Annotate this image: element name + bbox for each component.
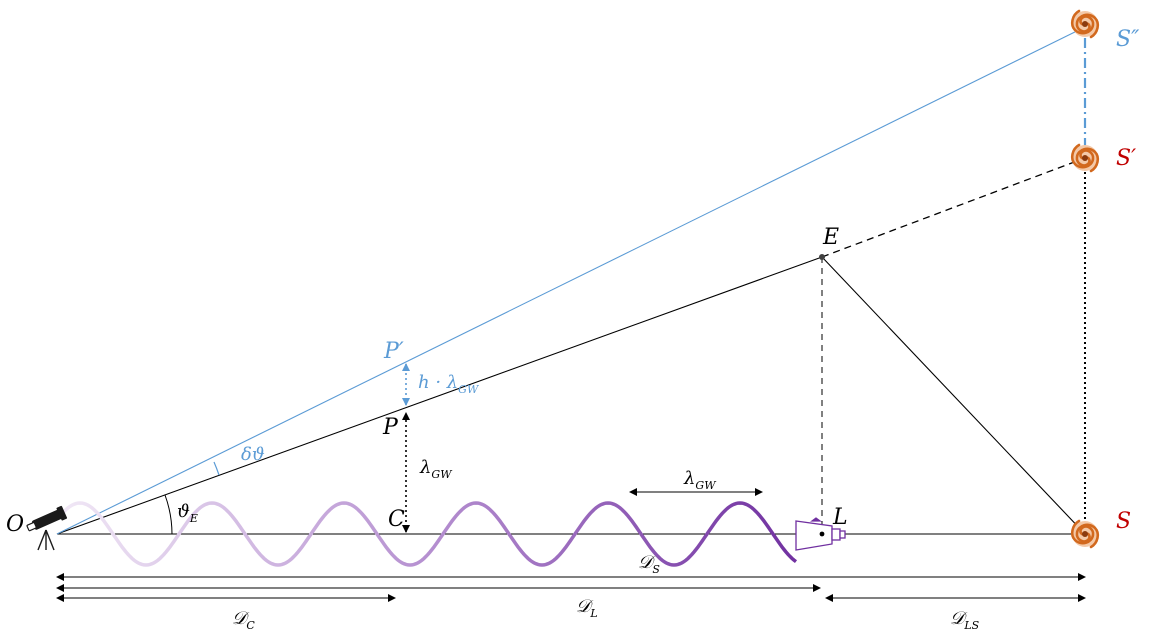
angle-arc-theta-e — [164, 494, 173, 535]
label-e: E — [822, 225, 839, 250]
telescope-tripod — [37, 529, 55, 551]
ray-e-s — [821, 256, 1086, 535]
label-c: C — [388, 507, 405, 532]
label-d-ls: 𝒟LS — [950, 608, 980, 632]
label-l: L — [832, 505, 848, 530]
label-d-c: 𝒟C — [232, 608, 255, 632]
label-d-s: 𝒟S — [638, 552, 660, 576]
ray-e-s-prime-dashed — [821, 157, 1086, 258]
label-s: S — [1116, 509, 1131, 534]
point-e — [819, 254, 825, 260]
label-s-double-prime: S″ — [1116, 27, 1140, 52]
spiral-galaxy-icon — [1070, 519, 1100, 549]
label-theta-e: ϑE — [177, 501, 198, 525]
spiral-galaxy-icon — [1070, 143, 1100, 173]
label-p-prime: P′ — [383, 339, 404, 364]
label-o: O — [6, 512, 24, 537]
label-d-l: 𝒟L — [576, 596, 598, 620]
label-s-prime: S′ — [1116, 146, 1136, 171]
label-h-lambda: h · λGW — [418, 372, 480, 396]
gw-emitter-icon — [795, 517, 846, 551]
ray-o-e — [56, 256, 823, 535]
label-lambda-vertical: λGW — [419, 457, 453, 481]
label-p: P — [382, 415, 399, 440]
label-lambda-wave: λGW — [683, 468, 717, 492]
deflected-ray-o-s-double-prime — [56, 26, 1086, 535]
gravitational-wave — [58, 501, 798, 567]
angle-arc-delta-theta — [213, 461, 220, 476]
label-delta-theta: δϑ — [241, 444, 265, 465]
spiral-galaxy-icon — [1070, 9, 1100, 39]
telescope-icon — [26, 505, 68, 532]
